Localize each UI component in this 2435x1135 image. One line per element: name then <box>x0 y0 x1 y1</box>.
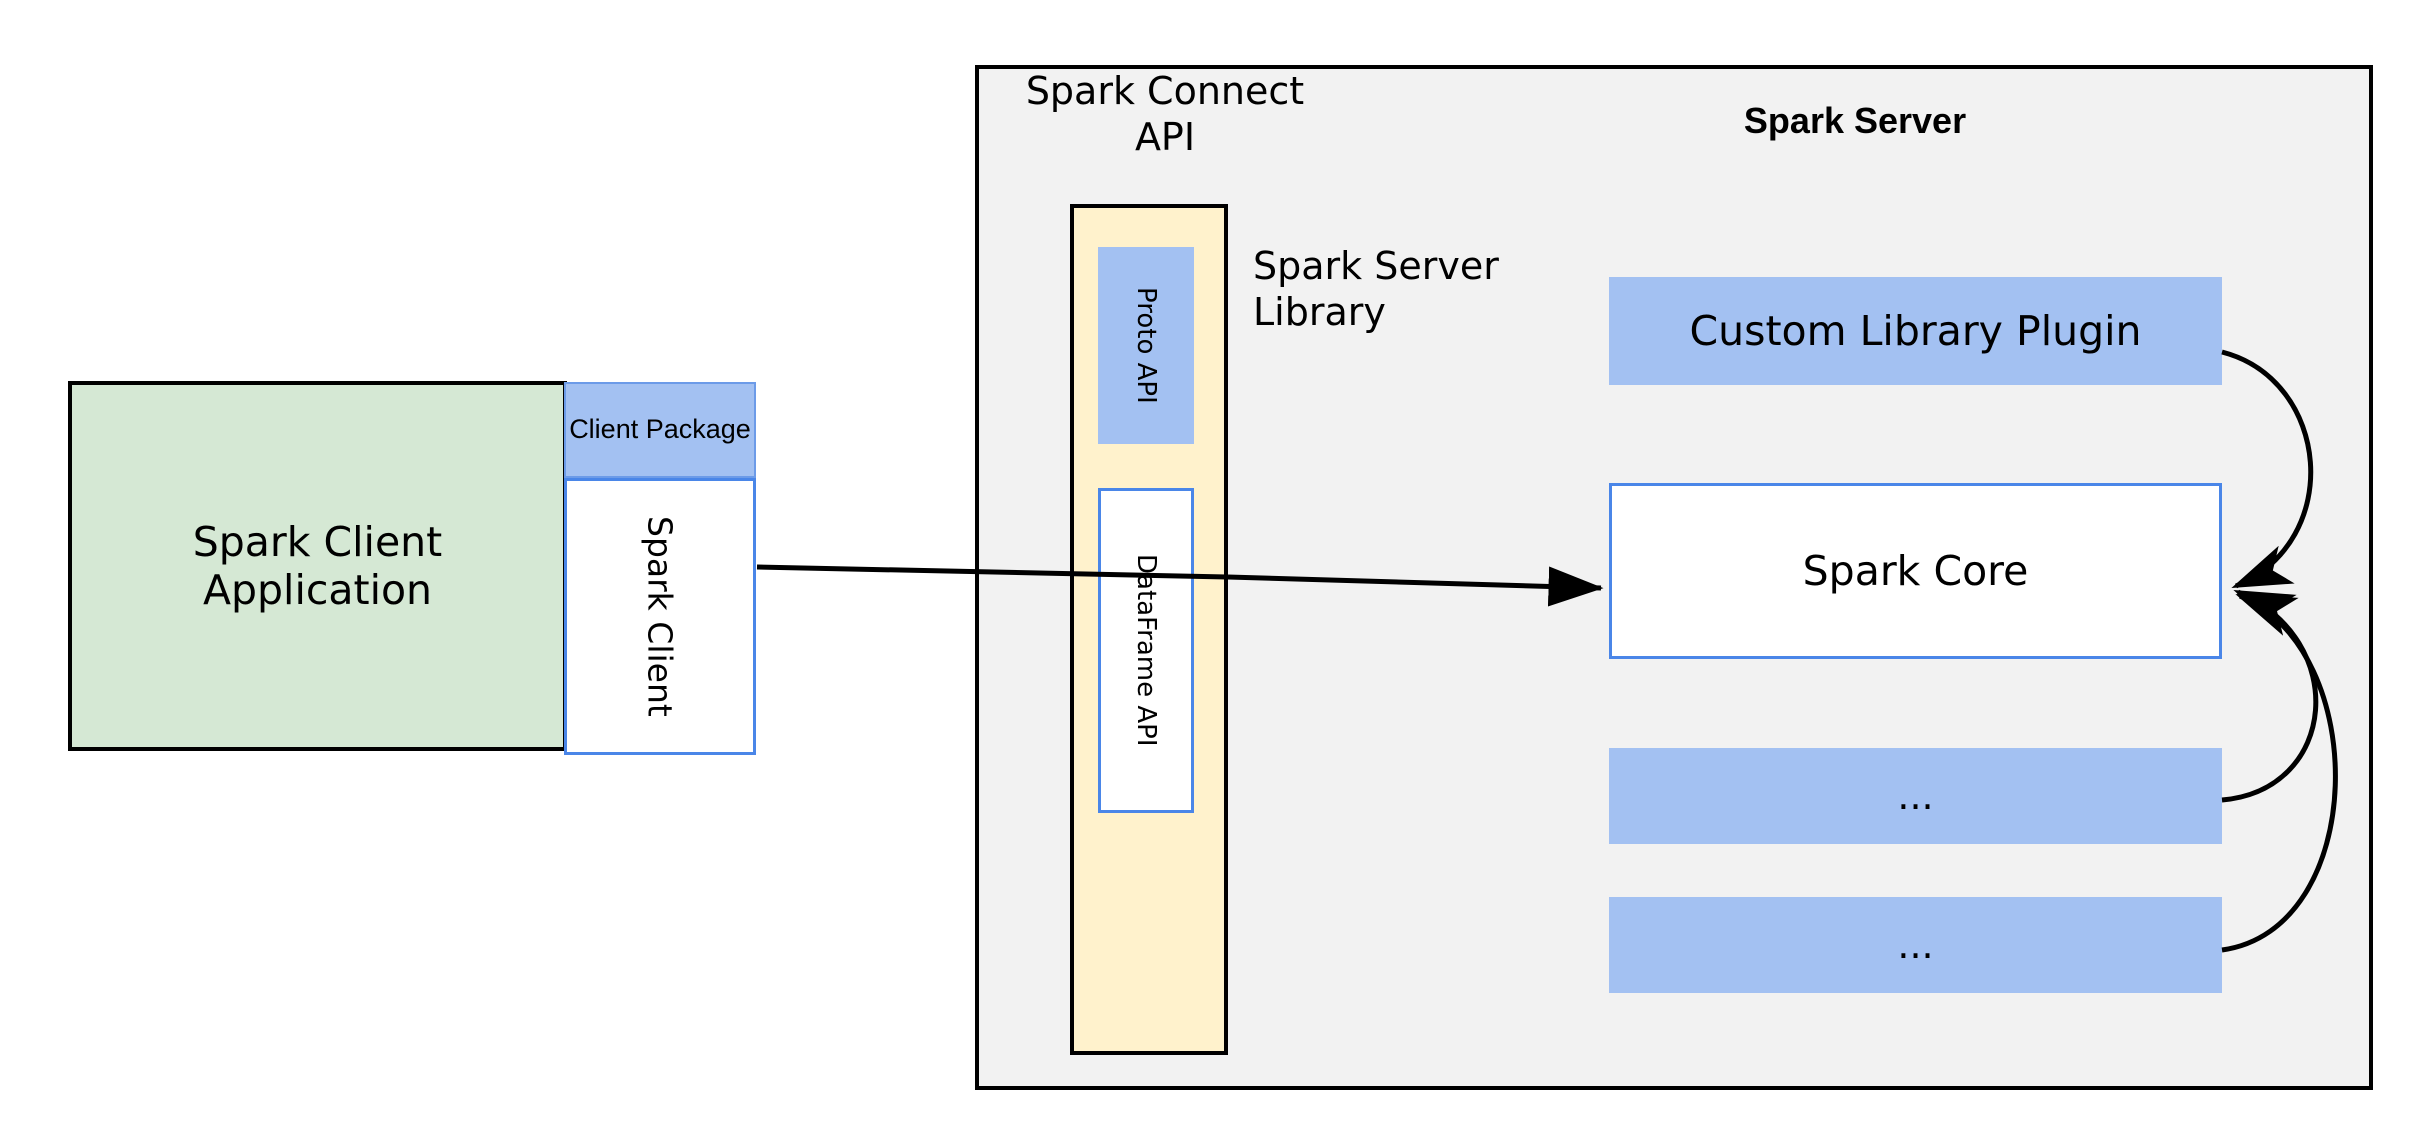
client-package-label: Client Package <box>569 414 751 445</box>
ellipsis-box-2-label: ... <box>1897 923 1934 967</box>
ellipsis-box-2[interactable]: ... <box>1609 897 2222 993</box>
spark-client-application-label: Spark Client Application <box>192 517 443 614</box>
spark-server-library-label: Spark Server Library <box>1253 244 1499 334</box>
spark-client-label: Spark Client <box>640 516 680 717</box>
dataframe-api-label: DataFrame API <box>1131 554 1161 747</box>
ellipsis-box-1-label: ... <box>1897 774 1934 818</box>
client-package-box[interactable]: Client Package <box>564 382 756 478</box>
custom-library-plugin-label: Custom Library Plugin <box>1689 307 2142 355</box>
dataframe-api-box[interactable]: DataFrame API <box>1098 488 1194 813</box>
proto-api-label: Proto API <box>1131 287 1161 404</box>
spark-client-application-box[interactable]: Spark Client Application <box>68 381 567 751</box>
page-title: Spark Server <box>1743 100 1967 141</box>
ellipsis-box-1[interactable]: ... <box>1609 748 2222 844</box>
spark-client-box[interactable]: Spark Client <box>564 478 756 755</box>
custom-library-plugin-box[interactable]: Custom Library Plugin <box>1609 277 2222 385</box>
spark-core-box[interactable]: Spark Core <box>1609 483 2222 659</box>
spark-core-label: Spark Core <box>1802 547 2029 595</box>
proto-api-box[interactable]: Proto API <box>1098 247 1194 444</box>
spark-connect-api-label: Spark Connect API <box>1025 69 1305 160</box>
